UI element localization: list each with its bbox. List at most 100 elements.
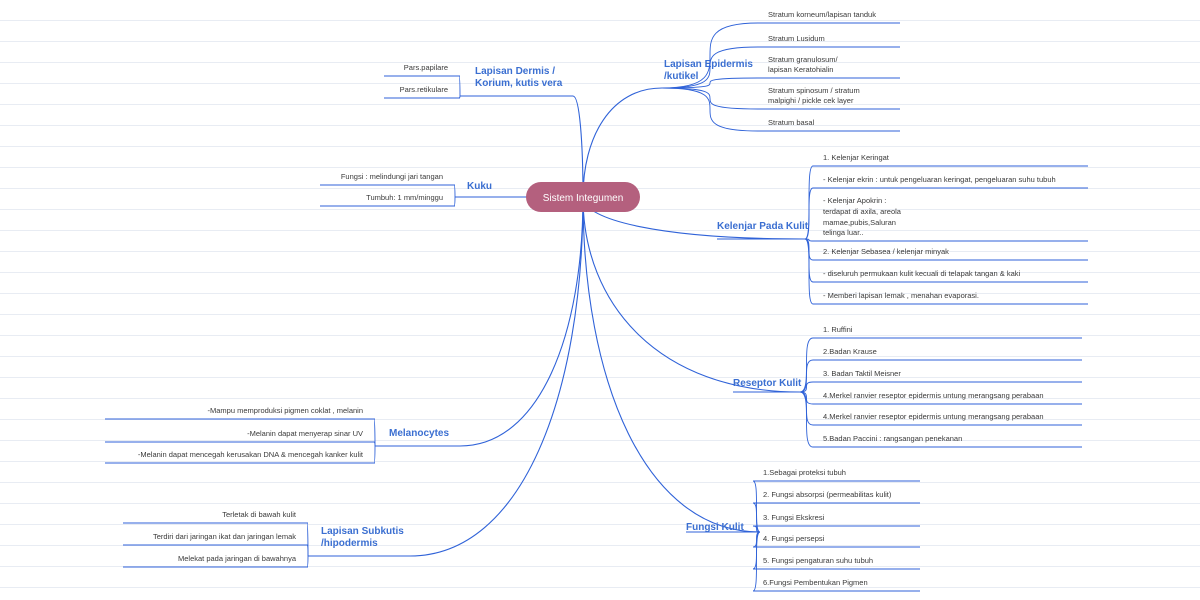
leaf-label[interactable]: - Kelenjar Apokrin : — [823, 196, 886, 205]
leaf-topic-reseptor-6[interactable]: 5.Badan Paccini : rangsangan penekanan — [799, 391, 1082, 448]
leaf-topic-fungsi-3[interactable]: 3. Fungsi Ekskresi — [752, 513, 920, 533]
leaf-label[interactable]: 1. Ruffini — [823, 325, 853, 334]
leaf-label[interactable]: 2. Kelenjar Sebasea / kelenjar minyak — [823, 247, 949, 256]
leaf-connector — [799, 381, 814, 393]
branch-melanocytes[interactable]: Melanocytes -Mampu memproduksi pigmen cok… — [105, 406, 460, 464]
leaf-label[interactable]: Stratum spinosum / stratum — [768, 86, 860, 95]
leaf-connector — [799, 359, 814, 393]
leaf-topic-reseptor-2[interactable]: 2.Badan Krause — [799, 347, 1082, 393]
leaf-label[interactable]: -Melanin dapat menyerap sinar UV — [247, 429, 363, 438]
branch-connector-subkutis — [409, 196, 584, 557]
leaf-topic-kelenjar-5[interactable]: - diseluruh permukaan kulit kecuali di t… — [804, 238, 1088, 283]
leaf-label[interactable]: malpighi / pickle cek layer — [768, 96, 854, 105]
leaf-topic-melanocytes-2[interactable]: -Melanin dapat menyerap sinar UV — [105, 429, 376, 447]
leaf-label[interactable]: telinga luar.. — [823, 228, 863, 237]
leaf-topic-kuku-2[interactable]: Tumbuh: 1 mm/minggu — [320, 193, 456, 207]
branch-kelenjar[interactable]: Kelenjar Pada Kulit 1. Kelenjar Keringat -… — [717, 153, 1088, 305]
branch-label-dermis[interactable]: Korium, kutis vera — [475, 78, 563, 89]
leaf-label[interactable]: mamae,pubis,Saluran — [823, 218, 896, 227]
leaf-label[interactable]: Pars.papilare — [404, 63, 448, 72]
leaf-topic-kelenjar-6[interactable]: - Memberi lapisan lemak , menahan evapor… — [804, 238, 1088, 305]
leaf-label[interactable]: Stratum Lusidum — [768, 34, 825, 43]
branch-label-kuku[interactable]: Kuku — [467, 181, 492, 192]
leaf-connector — [373, 445, 376, 464]
leaf-label[interactable]: 6.Fungsi Pembentukan Pigmen — [763, 578, 868, 587]
leaf-label[interactable]: Terletak di bawah kulit — [222, 510, 297, 519]
leaf-label[interactable]: Pars.retikulare — [400, 85, 448, 94]
leaf-label[interactable]: 4.Merkel ranvier reseptor epidermis untu… — [823, 412, 1044, 421]
leaf-topic-melanocytes-1[interactable]: -Mampu memproduksi pigmen coklat , melan… — [105, 406, 376, 447]
leaf-label[interactable]: Stratum basal — [768, 118, 815, 127]
leaf-topic-subkutis-2[interactable]: Terdiri dari jaringan ikat dan jaringan … — [123, 532, 309, 557]
leaf-label[interactable]: -Melanin dapat mencegah kerusakan DNA & … — [138, 450, 364, 459]
branch-label-epidermis[interactable]: /kutikel — [664, 71, 699, 82]
leaf-topic-epidermis-5[interactable]: Stratum basal — [661, 87, 900, 132]
leaf-topic-subkutis-3[interactable]: Melekat pada jaringan di bawahnya — [123, 554, 309, 568]
leaf-label[interactable]: 5. Fungsi pengaturan suhu tubuh — [763, 556, 873, 565]
leaf-topic-epidermis-3[interactable]: Stratum granulosum/lapisan Keratohialin — [661, 55, 900, 89]
leaf-label[interactable]: 4. Fungsi persepsi — [763, 534, 825, 543]
leaf-topic-fungsi-4[interactable]: 4. Fungsi persepsi — [752, 531, 920, 548]
leaf-topic-reseptor-3[interactable]: 3. Badan Taktil Meisner — [799, 369, 1082, 393]
leaf-label[interactable]: Terdiri dari jaringan ikat dan jaringan … — [153, 532, 296, 541]
branch-label-epidermis[interactable]: Lapisan Epidermis — [664, 59, 753, 70]
leaf-label[interactable]: Stratum granulosum/ — [768, 55, 839, 64]
leaf-label[interactable]: - Kelenjar ekrin : untuk pengeluaran ker… — [823, 175, 1056, 184]
leaf-label[interactable]: terdapat di axila, areola — [823, 207, 902, 216]
branch-label-subkutis[interactable]: Lapisan Subkutis — [321, 526, 404, 537]
branch-fungsi[interactable]: Fungsi Kulit 1.Sebagai proteksi tubuh 2. F… — [686, 468, 920, 592]
leaf-label[interactable]: 3. Fungsi Ekskresi — [763, 513, 825, 522]
leaf-label[interactable]: -Mampu memproduksi pigmen coklat , melan… — [208, 406, 363, 415]
leaf-topic-fungsi-6[interactable]: 6.Fungsi Pembentukan Pigmen — [752, 531, 920, 592]
leaf-topic-kelenjar-4[interactable]: 2. Kelenjar Sebasea / kelenjar minyak — [804, 238, 1088, 261]
branch-label-reseptor[interactable]: Reseptor Kulit — [733, 378, 802, 389]
branch-label-subkutis[interactable]: /hipodermis — [321, 538, 378, 549]
leaf-label[interactable]: - Memberi lapisan lemak , menahan evapor… — [823, 291, 979, 300]
leaf-connector — [804, 187, 814, 240]
branch-dermis[interactable]: Lapisan Dermis /Korium, kutis vera Pars.p… — [384, 63, 573, 99]
central-topic[interactable]: Sistem Integumen — [526, 182, 640, 212]
leaf-label[interactable]: Stratum korneum/lapisan tanduk — [768, 10, 876, 19]
leaf-label[interactable]: 1.Sebagai proteksi tubuh — [763, 468, 846, 477]
leaf-topic-epidermis-1[interactable]: Stratum korneum/lapisan tanduk — [661, 10, 900, 89]
branch-label-melanocytes[interactable]: Melanocytes — [389, 428, 449, 439]
leaf-topic-dermis-1[interactable]: Pars.papilare — [384, 63, 461, 97]
central-topic-label[interactable]: Sistem Integumen — [543, 193, 624, 204]
branch-reseptor[interactable]: Reseptor Kulit 1. Ruffini 2.Badan Krause 3.… — [733, 325, 1082, 448]
leaf-label[interactable]: 4.Merkel ranvier reseptor epidermis untu… — [823, 391, 1044, 400]
branch-label-dermis[interactable]: Lapisan Dermis / — [475, 66, 555, 77]
leaf-label[interactable]: Melekat pada jaringan di bawahnya — [178, 554, 297, 563]
leaf-topic-reseptor-1[interactable]: 1. Ruffini — [799, 325, 1082, 393]
leaf-topic-kelenjar-3[interactable]: - Kelenjar Apokrin : terdapat di axila, a… — [804, 196, 1088, 242]
leaf-topic-reseptor-4[interactable]: 4.Merkel ranvier reseptor epidermis untu… — [799, 391, 1082, 405]
leaf-label[interactable]: lapisan Keratohialin — [768, 65, 833, 74]
leaf-topic-fungsi-1[interactable]: 1.Sebagai proteksi tubuh — [752, 468, 920, 533]
leaf-label[interactable]: 2.Badan Krause — [823, 347, 877, 356]
leaf-topic-epidermis-2[interactable]: Stratum Lusidum — [661, 34, 900, 89]
leaf-topic-melanocytes-3[interactable]: -Melanin dapat mencegah kerusakan DNA & … — [105, 445, 376, 464]
leaf-connector — [661, 46, 759, 89]
leaf-connector — [799, 337, 814, 393]
leaf-label[interactable]: 2. Fungsi absorpsi (permeabilitas kulit) — [763, 490, 892, 499]
leaf-label[interactable]: 3. Badan Taktil Meisner — [823, 369, 901, 378]
leaf-topic-dermis-2[interactable]: Pars.retikulare — [384, 85, 461, 99]
branch-kuku[interactable]: Kuku Fungsi : melindungi jari tanganTumbu… — [320, 172, 505, 207]
branch-epidermis[interactable]: Lapisan Epidermis/kutikel Stratum korneum… — [661, 10, 900, 132]
branch-subkutis[interactable]: Lapisan Subkutis/hipodermis Terletak di b… — [123, 510, 410, 568]
branch-label-kelenjar[interactable]: Kelenjar Pada Kulit — [717, 221, 809, 232]
leaf-topic-fungsi-2[interactable]: 2. Fungsi absorpsi (permeabilitas kulit) — [752, 490, 920, 533]
leaf-connector — [661, 87, 759, 132]
branch-label-fungsi[interactable]: Fungsi Kulit — [686, 522, 744, 533]
leaf-topic-kelenjar-2[interactable]: - Kelenjar ekrin : untuk pengeluaran ker… — [804, 175, 1088, 240]
leaf-connector — [306, 555, 309, 568]
leaf-label[interactable]: Tumbuh: 1 mm/minggu — [366, 193, 443, 202]
central-topic-shape[interactable] — [526, 182, 640, 212]
leaf-connector — [661, 22, 759, 89]
leaf-label[interactable]: 5.Badan Paccini : rangsangan penekanan — [823, 434, 962, 443]
leaf-topic-kuku-1[interactable]: Fungsi : melindungi jari tangan — [320, 172, 456, 198]
leaf-label[interactable]: 1. Kelenjar Keringat — [823, 153, 890, 162]
leaf-label[interactable]: Fungsi : melindungi jari tangan — [341, 172, 443, 181]
leaf-connector — [799, 391, 814, 448]
leaf-label[interactable]: - diseluruh permukaan kulit kecuali di t… — [823, 269, 1021, 278]
